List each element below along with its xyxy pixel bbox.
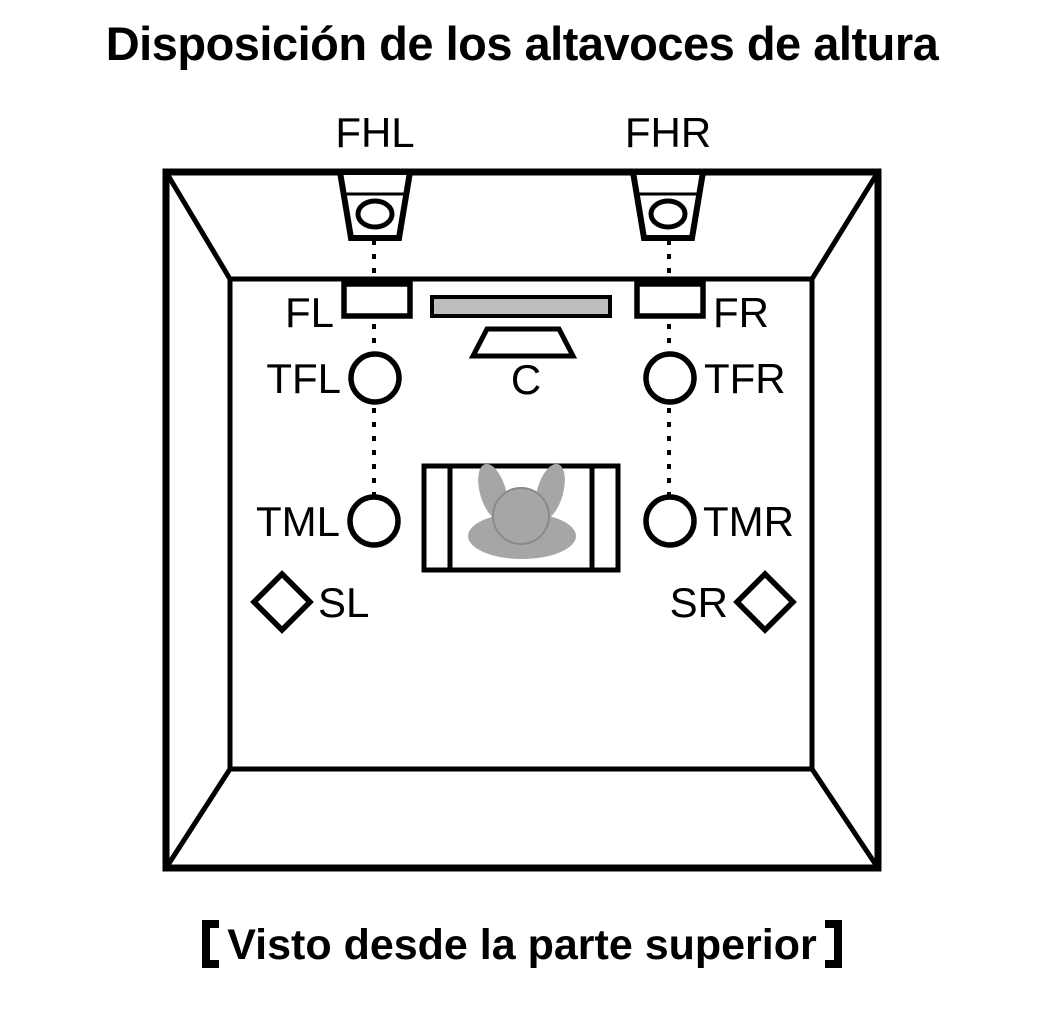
tfl-speaker-icon: [348, 351, 402, 405]
tml-speaker-icon: [347, 494, 401, 548]
label-fl: FL: [285, 289, 334, 336]
label-sl: SL: [318, 579, 369, 626]
label-fr: FR: [713, 289, 769, 336]
caption-text: Visto desde la parte superior: [227, 921, 817, 969]
sr-speaker-icon: [733, 570, 797, 634]
fr-speaker-icon: [634, 281, 706, 319]
label-fhr: FHR: [625, 109, 711, 156]
right-lenticular-bracket-icon: [824, 920, 842, 968]
label-tmr: TMR: [703, 498, 794, 545]
tfr-speaker-icon: [643, 351, 697, 405]
center-speaker-icon: [468, 326, 578, 359]
label-tml: TML: [256, 498, 340, 545]
room-corner-line-bottom-right: [809, 767, 881, 870]
room-corner-line-top-left: [163, 170, 233, 281]
page-title: Disposición de los altavoces de altura: [105, 17, 939, 70]
label-c: C: [511, 356, 541, 403]
tmr-speaker-icon: [643, 494, 697, 548]
sl-speaker-icon: [250, 570, 314, 634]
label-tfr: TFR: [704, 355, 786, 402]
label-fhl: FHL: [335, 109, 414, 156]
tv-screen: [430, 295, 612, 318]
label-sr: SR: [670, 579, 728, 626]
label-tfl: TFL: [266, 355, 341, 402]
room-corner-line-top-right: [809, 170, 881, 281]
fhl-speaker-cone-icon: [355, 198, 395, 230]
room-corner-line-bottom-left: [163, 767, 233, 870]
left-lenticular-bracket-icon: [202, 920, 220, 968]
fl-speaker-icon: [341, 281, 413, 319]
fhr-speaker-cone-icon: [648, 198, 688, 230]
caption: Visto desde la parte superior: [0, 920, 1044, 970]
listener-head: [492, 487, 550, 545]
